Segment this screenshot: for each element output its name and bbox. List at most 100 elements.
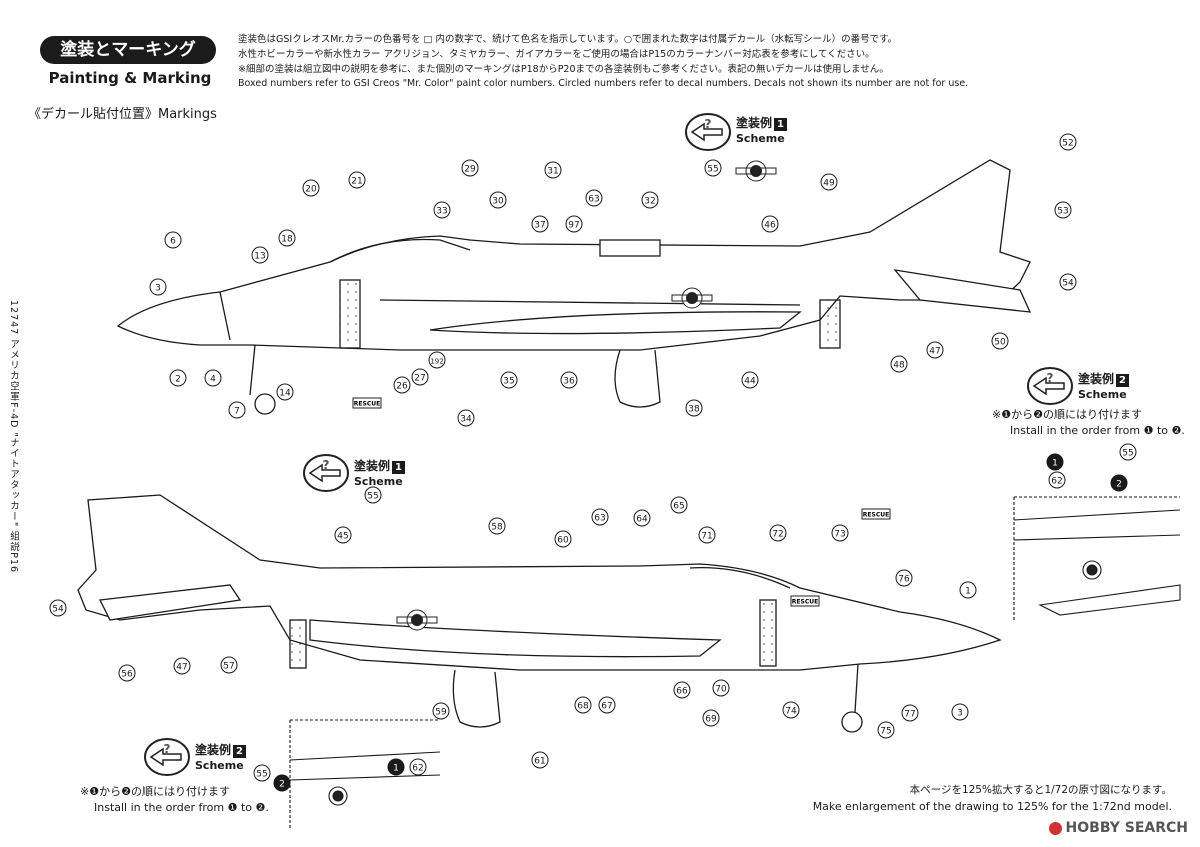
decal-callout-number: 3 [155, 284, 161, 294]
decal-callout-74: 74 [782, 701, 800, 719]
decal-callout-number: 1 [1052, 459, 1058, 469]
install-note-en: Install in the order from ❶ to ❷. [1010, 424, 1185, 437]
decal-callout-63: 63 [585, 189, 603, 207]
note-en: Boxed numbers refer to GSI Creos "Mr. Co… [238, 78, 969, 89]
decal-callout-number: 64 [636, 515, 648, 525]
scheme1-bottom-en: Scheme [354, 475, 403, 488]
decal-callout-number: 20 [305, 185, 317, 195]
decal-callout-59: 59 [432, 702, 450, 720]
rescue-decal: RESCUE [790, 595, 820, 607]
decal-callout-number: 1 [393, 764, 399, 774]
decal-callout-75: 75 [877, 721, 895, 739]
decal-callout-62: 62 [1048, 471, 1066, 489]
decal-callout-number: 74 [785, 707, 797, 717]
decal-callout-number: 27 [414, 374, 425, 384]
decal-callout-54: 54 [1059, 273, 1077, 291]
decal-callout-number: 61 [534, 757, 545, 767]
star-insignia-legend [735, 160, 777, 182]
decal-callout-55: 55 [1119, 443, 1137, 461]
scheme-number: 1 [774, 118, 788, 131]
section-badge: 塗装とマーキング [40, 36, 216, 64]
decal-callout-32: 32 [641, 191, 659, 209]
decal-callout-52: 52 [1059, 133, 1077, 151]
decal-callout-77: 77 [901, 704, 919, 722]
decal-callout-number: 63 [594, 514, 605, 524]
scheme-number: 2 [1116, 374, 1130, 387]
decal-callout-number: 72 [772, 530, 783, 540]
scheme-number: 1 [392, 461, 406, 474]
decal-callout-number: 29 [464, 165, 476, 175]
decal-callout-7: 7 [228, 401, 246, 419]
decal-callout-number: 52 [1062, 139, 1073, 149]
decal-callout-number: 44 [744, 377, 756, 387]
decal-callout-number: 66 [676, 687, 688, 697]
decal-callout-number: 7 [234, 407, 240, 417]
decal-callout-44: 44 [741, 371, 759, 389]
decal-callout-number: 35 [503, 377, 514, 387]
decal-callout-46: 46 [761, 215, 779, 233]
decal-callout-76: 76 [895, 569, 913, 587]
decal-callout-55: 55 [253, 764, 271, 782]
decal-callout-number: 65 [673, 502, 684, 512]
decal-callout-number: 67 [601, 702, 612, 712]
scheme-number: 2 [233, 745, 247, 758]
decal-callout-61: 61 [531, 751, 549, 769]
decal-callout-number: 1 [965, 587, 971, 597]
decal-callout-number: 48 [893, 361, 905, 371]
install-note-en: Install in the order from ❶ to ❷. [94, 801, 269, 814]
decal-callout-4: 4 [204, 369, 222, 387]
decal-callout-number: 69 [705, 715, 717, 725]
scheme-arrow-icon: ? [685, 113, 731, 151]
decal-callout-14: 14 [276, 383, 294, 401]
decal-callout-3: 3 [149, 278, 167, 296]
svg-text:?: ? [705, 117, 712, 131]
note-ja-3: ※細部の塗装は組立図中の説明を参考に、また個別のマーキングはP18からP20まで… [238, 64, 889, 75]
decal-callout-number: 75 [880, 727, 891, 737]
install-note-ja: ※❶から❷の順にはり付けます [80, 785, 230, 798]
rescue-decal: RESCUE [861, 508, 891, 520]
decal-callout-60: 60 [554, 530, 572, 548]
decal-callout-47: 47 [173, 657, 191, 675]
decal-callout-2: 2 [1110, 474, 1128, 492]
decal-callout-number: 46 [764, 221, 776, 231]
rescue-text: RESCUE [792, 599, 818, 606]
decal-callout-192: 192 [428, 351, 446, 369]
decal-callout-number: 30 [492, 197, 504, 207]
decal-callout-38: 38 [685, 399, 703, 417]
decal-callout-number: 50 [994, 338, 1006, 348]
decal-callout-27: 27 [411, 368, 429, 386]
scale-note-ja: 本ページを125%拡大すると1/72の原寸図になります。 [909, 784, 1172, 796]
decal-callout-number: 57 [223, 662, 234, 672]
decal-callout-number: 37 [534, 221, 545, 231]
svg-text:?: ? [164, 742, 171, 756]
decal-callout-67: 67 [598, 696, 616, 714]
decal-callout-number: 6 [170, 237, 176, 247]
decal-callout-number: 21 [351, 177, 362, 187]
decal-callout-48: 48 [890, 355, 908, 373]
decal-callout-number: 47 [929, 347, 940, 357]
decal-callout-57: 57 [220, 656, 238, 674]
instruction-notes: 塗装色はGSIクレオスMr.カラーの色番号を □ 内の数字で、続けて色名を指示し… [238, 32, 998, 90]
decal-callout-36: 36 [560, 371, 578, 389]
decal-callout-number: 38 [688, 405, 700, 415]
star-insignia [671, 287, 713, 309]
decal-callout-number: 55 [707, 165, 718, 175]
decal-callout-number: 18 [281, 235, 293, 245]
section-title-en: Painting & Marking [48, 69, 212, 87]
decal-callout-number: 77 [904, 710, 915, 720]
watermark: HOBBY SEARCH [1048, 820, 1188, 836]
decal-callout-number: 34 [460, 415, 472, 425]
decal-callout-number: 59 [435, 708, 447, 718]
decal-callout-73: 73 [831, 524, 849, 542]
decal-callout-number: 36 [563, 377, 575, 387]
decal-callout-1: 1 [387, 758, 405, 776]
decal-callout-number: 33 [436, 207, 447, 217]
decal-callout-number: 55 [1122, 449, 1133, 459]
rescue-text: RESCUE [863, 512, 889, 519]
hobby-search-logo-icon [1048, 821, 1062, 835]
decal-callout-number: 60 [557, 536, 569, 546]
